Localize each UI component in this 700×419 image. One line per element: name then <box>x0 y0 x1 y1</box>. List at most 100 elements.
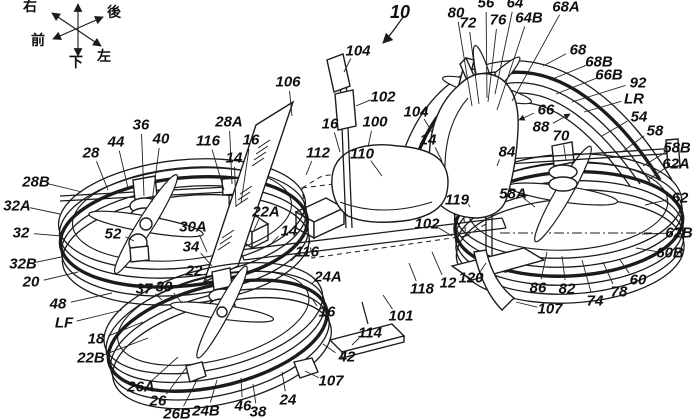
ref-label-62: 62 <box>671 189 689 207</box>
ref-label-119: 119 <box>445 191 469 209</box>
skid-tab-left <box>186 362 206 382</box>
ref-label-60: 60 <box>629 271 647 289</box>
ref-label-30A: 30A <box>179 218 207 236</box>
ref-label-68: 68 <box>569 41 587 59</box>
compass-label-2: 前 <box>31 33 45 49</box>
ref-label-14: 14 <box>225 149 243 167</box>
ref-label-22: 22 <box>185 262 203 280</box>
ref-label-36: 36 <box>132 116 150 134</box>
ref-label-78: 78 <box>610 283 628 301</box>
ref-label-106: 106 <box>275 73 301 91</box>
ref-label-84: 84 <box>498 143 516 161</box>
ref-label-70: 70 <box>552 127 570 145</box>
ref-label-104: 104 <box>345 42 371 60</box>
ref-label-16: 16 <box>318 303 336 321</box>
ref-label-107: 107 <box>537 300 563 318</box>
ref-label-56: 56 <box>477 0 495 12</box>
figure-arrow <box>382 16 404 44</box>
ref-label-62A: 62A <box>662 155 690 173</box>
compass-label-3: 左 <box>97 49 111 65</box>
ref-label-LF: LF <box>54 314 74 332</box>
ref-label-16: 16 <box>321 115 339 133</box>
ref-label-48: 48 <box>49 295 67 313</box>
ref-label-LR: LR <box>624 90 644 108</box>
seat-line <box>340 202 432 210</box>
ref-label-60B: 60B <box>656 244 684 262</box>
ref-label-116: 116 <box>295 243 319 261</box>
ref-label-24: 24 <box>279 391 297 409</box>
ref-label-22A: 22A <box>252 203 280 221</box>
compass-label-0: 右 <box>23 0 37 15</box>
ref-label-42: 42 <box>338 348 356 366</box>
ref-label-66: 66 <box>537 101 555 119</box>
ref-label-88: 88 <box>532 118 550 136</box>
ref-label-58A: 58A <box>499 185 527 203</box>
ref-label-24B: 24B <box>192 402 220 419</box>
ref-label-101: 101 <box>388 307 414 325</box>
ref-label-76: 76 <box>489 11 507 29</box>
ref-label-82: 82 <box>558 280 576 298</box>
ref-label-112: 112 <box>306 144 330 162</box>
ref-label-68A: 68A <box>552 0 580 16</box>
ref-label-44: 44 <box>107 133 125 151</box>
ref-label-102: 102 <box>370 88 396 106</box>
ref-label-26: 26 <box>149 392 167 410</box>
ref-label-26A: 26A <box>127 378 155 396</box>
ref-label-37: 37 <box>135 280 153 298</box>
ref-label-86: 86 <box>529 279 547 297</box>
ref-label-68B: 68B <box>585 53 613 71</box>
ref-label-62B: 62B <box>665 224 693 242</box>
ref-label-28A: 28A <box>215 113 243 131</box>
ref-label-30: 30 <box>155 278 173 296</box>
foot-platform <box>330 302 404 358</box>
ref-label-107: 107 <box>318 372 344 390</box>
right-rotor <box>507 142 618 246</box>
orientation-compass <box>51 3 104 57</box>
ref-label-52: 52 <box>104 225 122 243</box>
ref-label-28: 28 <box>82 144 100 162</box>
right-duct-beam <box>492 139 680 167</box>
ref-label-80: 80 <box>447 4 465 22</box>
ref-label-120: 120 <box>458 269 484 287</box>
ref-label-54: 54 <box>630 108 648 126</box>
ref-label-58: 58 <box>646 122 664 140</box>
ref-label-32A: 32A <box>3 197 31 215</box>
windshield <box>204 102 293 282</box>
ref-label-46: 46 <box>234 397 252 415</box>
left-stick <box>327 54 356 228</box>
compass-label-1: 後 <box>107 5 121 21</box>
compass-label-4: 下 <box>69 55 83 71</box>
ref-label-100: 100 <box>362 113 388 131</box>
ref-label-32: 32 <box>12 224 30 242</box>
ref-label-66B: 66B <box>595 66 623 84</box>
ref-label-20: 20 <box>22 273 40 291</box>
ref-label-18: 18 <box>87 330 105 348</box>
rear-fin <box>452 248 544 280</box>
ref-label-14: 14 <box>280 222 298 240</box>
front-rotor <box>87 171 204 278</box>
ref-label-114: 114 <box>358 324 382 342</box>
ref-label-118: 118 <box>410 280 434 298</box>
ref-label-74: 74 <box>586 292 604 310</box>
ref-label-64: 64 <box>506 0 524 12</box>
ref-label-40: 40 <box>152 130 170 148</box>
ref-label-16: 16 <box>242 131 260 149</box>
ref-label-12: 12 <box>439 274 457 292</box>
ref-label-72: 72 <box>459 14 477 32</box>
ref-label-24A: 24A <box>314 268 342 286</box>
seat-back-cowl <box>429 74 518 219</box>
ref-label-110: 110 <box>350 145 374 163</box>
ref-label-32B: 32B <box>9 255 37 273</box>
ref-label-14: 14 <box>419 131 437 149</box>
ref-label-102: 102 <box>414 215 440 233</box>
left-rotor <box>170 263 275 361</box>
front-duct <box>53 147 315 316</box>
ref-label-26B: 26B <box>163 405 191 419</box>
ref-label-28B: 28B <box>22 173 50 191</box>
right-skid-leg <box>474 250 514 310</box>
ref-label-116: 116 <box>196 132 220 150</box>
ref-label-58B: 58B <box>663 139 691 157</box>
ref-label-22B: 22B <box>77 349 105 367</box>
